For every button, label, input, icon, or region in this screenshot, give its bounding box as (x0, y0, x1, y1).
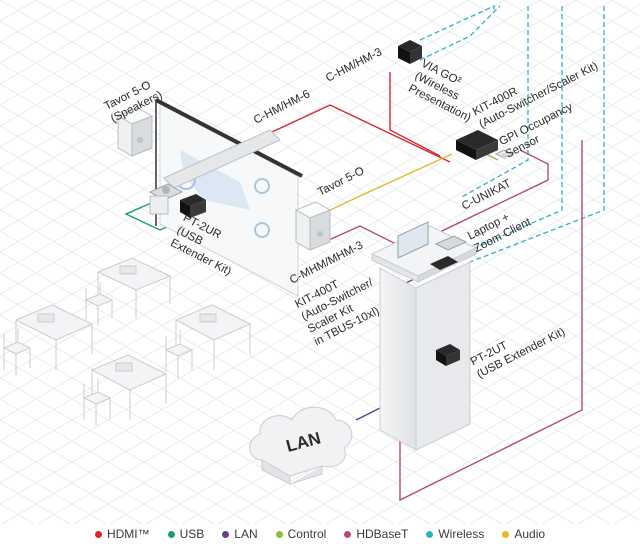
hdbaset-dot-icon (344, 530, 352, 538)
tavor-speaker-right (294, 201, 332, 251)
pt-2ur-device (149, 194, 206, 218)
legend-item-hdbaset: HDBaseT (344, 527, 408, 541)
legend-item-control: Control (275, 527, 326, 541)
projector (148, 129, 281, 201)
podium (370, 221, 478, 451)
legend: HDMI™ USB LAN Control HDBaseT Wireless A… (0, 524, 640, 544)
classroom-desks (2, 257, 252, 426)
tavor-speaker-left (116, 107, 154, 157)
audio-dot-icon (502, 530, 510, 538)
control-dot-icon (275, 530, 283, 538)
lan-dot-icon (222, 530, 230, 538)
kit-400r-device (456, 130, 498, 160)
legend-item-wireless: Wireless (426, 527, 484, 541)
legend-item-audio: Audio (502, 527, 545, 541)
legend-item-hdmi: HDMI™ (94, 527, 150, 541)
via-go-device (398, 40, 422, 64)
wireless-links (419, 4, 605, 263)
av-diagram: Tavor 5-O (Speakers) C-HM/HM-6 C-HM/HM-3… (0, 0, 640, 524)
audio-cable (325, 153, 453, 213)
legend-item-usb: USB (167, 527, 204, 541)
gpi-sensor-device (494, 149, 514, 159)
wireless-dot-icon (426, 530, 434, 538)
usb-dot-icon (167, 530, 175, 538)
legend-item-lan: LAN (222, 527, 258, 541)
lan-cloud (249, 406, 353, 485)
hdmi-dot-icon (94, 530, 102, 538)
